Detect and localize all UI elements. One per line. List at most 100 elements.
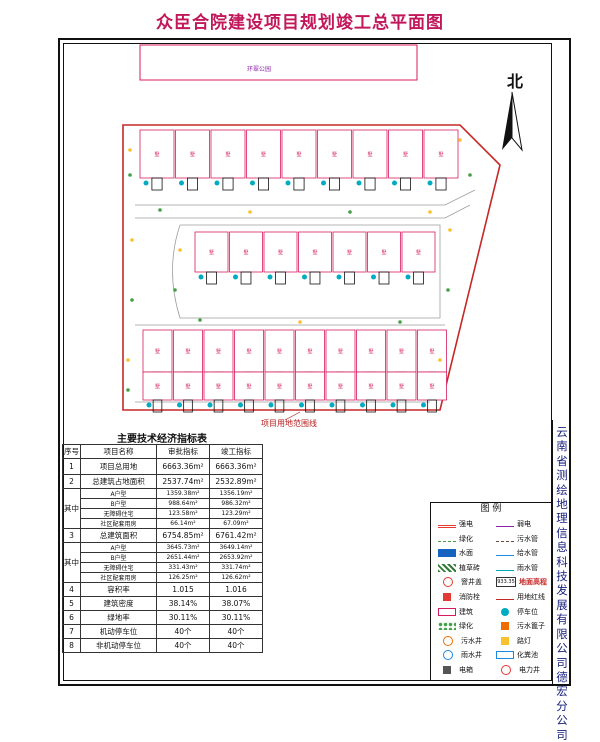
circle-blue-icon bbox=[443, 650, 453, 661]
building-label: 墅 bbox=[278, 249, 283, 256]
building-unit bbox=[401, 231, 436, 273]
table-cell-approved: 2651.44m² bbox=[156, 552, 210, 563]
parking-spot bbox=[268, 402, 274, 408]
greenery-dot bbox=[458, 138, 462, 142]
building-unit bbox=[142, 371, 173, 401]
indicator-table-title: 主要技术经济指标表 bbox=[117, 434, 207, 445]
parking-cyan-icon bbox=[501, 607, 509, 616]
building-unit bbox=[423, 129, 459, 179]
building-unit bbox=[295, 371, 325, 401]
building-label: 墅 bbox=[399, 348, 404, 355]
legend-item: 给水管 bbox=[496, 547, 538, 559]
lamp-yellow-icon bbox=[501, 636, 509, 645]
building-label: 墅 bbox=[155, 383, 160, 390]
greenery-dot bbox=[398, 320, 402, 324]
courtyard-box bbox=[435, 177, 447, 191]
company-strip bbox=[552, 420, 571, 686]
building-label: 墅 bbox=[261, 151, 266, 158]
table-cell-completed: 6761.42m² bbox=[209, 528, 263, 543]
line-green-dash-icon bbox=[438, 536, 456, 542]
legend-item: 污水篦子 bbox=[496, 620, 545, 632]
parking-spot bbox=[299, 402, 304, 408]
courtyard-box bbox=[335, 399, 346, 413]
header-approved: 审批指标 bbox=[156, 444, 210, 459]
legend-item: 污水管 bbox=[496, 533, 538, 545]
legend-label: 给水管 bbox=[517, 549, 538, 558]
text-box-icon: 933.35 bbox=[496, 577, 516, 588]
legend-item: 雨水井 bbox=[438, 649, 482, 661]
parking-spot bbox=[179, 180, 184, 186]
legend-title: 图 例 bbox=[480, 504, 502, 514]
table-cell-name: B户型 bbox=[80, 552, 157, 563]
greenery-dot bbox=[130, 238, 134, 242]
table-cell-name: 容积率 bbox=[80, 582, 157, 597]
courtyard-box bbox=[152, 399, 163, 413]
building-label: 墅 bbox=[347, 249, 352, 256]
dots-green-icon bbox=[438, 622, 456, 631]
building-unit bbox=[325, 329, 356, 373]
building-unit bbox=[386, 329, 417, 373]
table-cell-completed: 40个 bbox=[209, 638, 263, 653]
greenery-dot bbox=[128, 173, 132, 177]
header-completed: 竣工指标 bbox=[209, 444, 263, 459]
park-outline bbox=[139, 44, 418, 81]
table-cell-completed: 67.09m² bbox=[209, 518, 263, 529]
legend-item: 电箱 bbox=[438, 664, 473, 676]
table-cell-approved: 6663.36m² bbox=[156, 458, 210, 475]
greenery-dot bbox=[468, 173, 472, 177]
building-unit bbox=[386, 371, 417, 401]
parking-spot bbox=[250, 180, 255, 186]
building-label: 墅 bbox=[155, 348, 160, 355]
header-name: 项目名称 bbox=[80, 444, 157, 459]
parking-spot bbox=[285, 180, 291, 186]
building-label: 墅 bbox=[368, 348, 373, 355]
table-cell-no: 5 bbox=[62, 596, 81, 611]
parking-spot bbox=[143, 180, 149, 186]
greenery-dot bbox=[428, 210, 432, 214]
greenery-dot bbox=[198, 318, 202, 322]
legend-item: 绿化 bbox=[438, 533, 473, 545]
table-cell-group: 其中 bbox=[62, 488, 81, 529]
legend-label: 化粪池 bbox=[517, 651, 538, 660]
legend-label: 绿化 bbox=[459, 534, 473, 543]
parking-spot bbox=[267, 274, 273, 280]
parking-spot bbox=[329, 402, 335, 408]
parking-spot bbox=[360, 402, 365, 408]
building-label: 墅 bbox=[307, 383, 312, 390]
building-label: 墅 bbox=[185, 383, 190, 390]
table-cell-approved: 38.14% bbox=[156, 596, 210, 611]
courtyard-box bbox=[274, 399, 285, 413]
line-red-icon bbox=[496, 594, 514, 600]
courtyard-box bbox=[275, 271, 286, 285]
courtyard-box bbox=[309, 271, 321, 285]
legend-label: 地面高程 bbox=[519, 578, 547, 587]
legend-item: 水面 bbox=[438, 547, 473, 559]
building-unit bbox=[263, 231, 298, 273]
table-cell-name: 社区配套用房 bbox=[80, 518, 157, 529]
building-unit bbox=[356, 371, 386, 401]
courtyard-box bbox=[305, 399, 315, 413]
parking-spot bbox=[371, 274, 376, 280]
building-unit bbox=[298, 231, 332, 273]
table-cell-name: 非机动停车位 bbox=[80, 638, 157, 653]
table-cell-name: 总建筑占地面积 bbox=[80, 474, 157, 489]
table-cell-approved: 40个 bbox=[156, 624, 210, 639]
table-cell-approved: 1.015 bbox=[156, 582, 210, 597]
table-cell-group: 其中 bbox=[62, 542, 81, 583]
building-unit bbox=[264, 371, 295, 401]
line-blue-icon bbox=[496, 550, 514, 557]
building-label: 墅 bbox=[243, 249, 248, 256]
circle-orange-icon bbox=[443, 635, 453, 646]
parking-spot bbox=[238, 402, 243, 408]
building-label: 墅 bbox=[277, 348, 282, 355]
table-cell-name: 总建筑面积 bbox=[80, 528, 157, 543]
legend-label: 雨水井 bbox=[461, 651, 482, 660]
building-label: 墅 bbox=[403, 151, 408, 158]
table-cell-approved: 3645.73m² bbox=[156, 542, 210, 553]
